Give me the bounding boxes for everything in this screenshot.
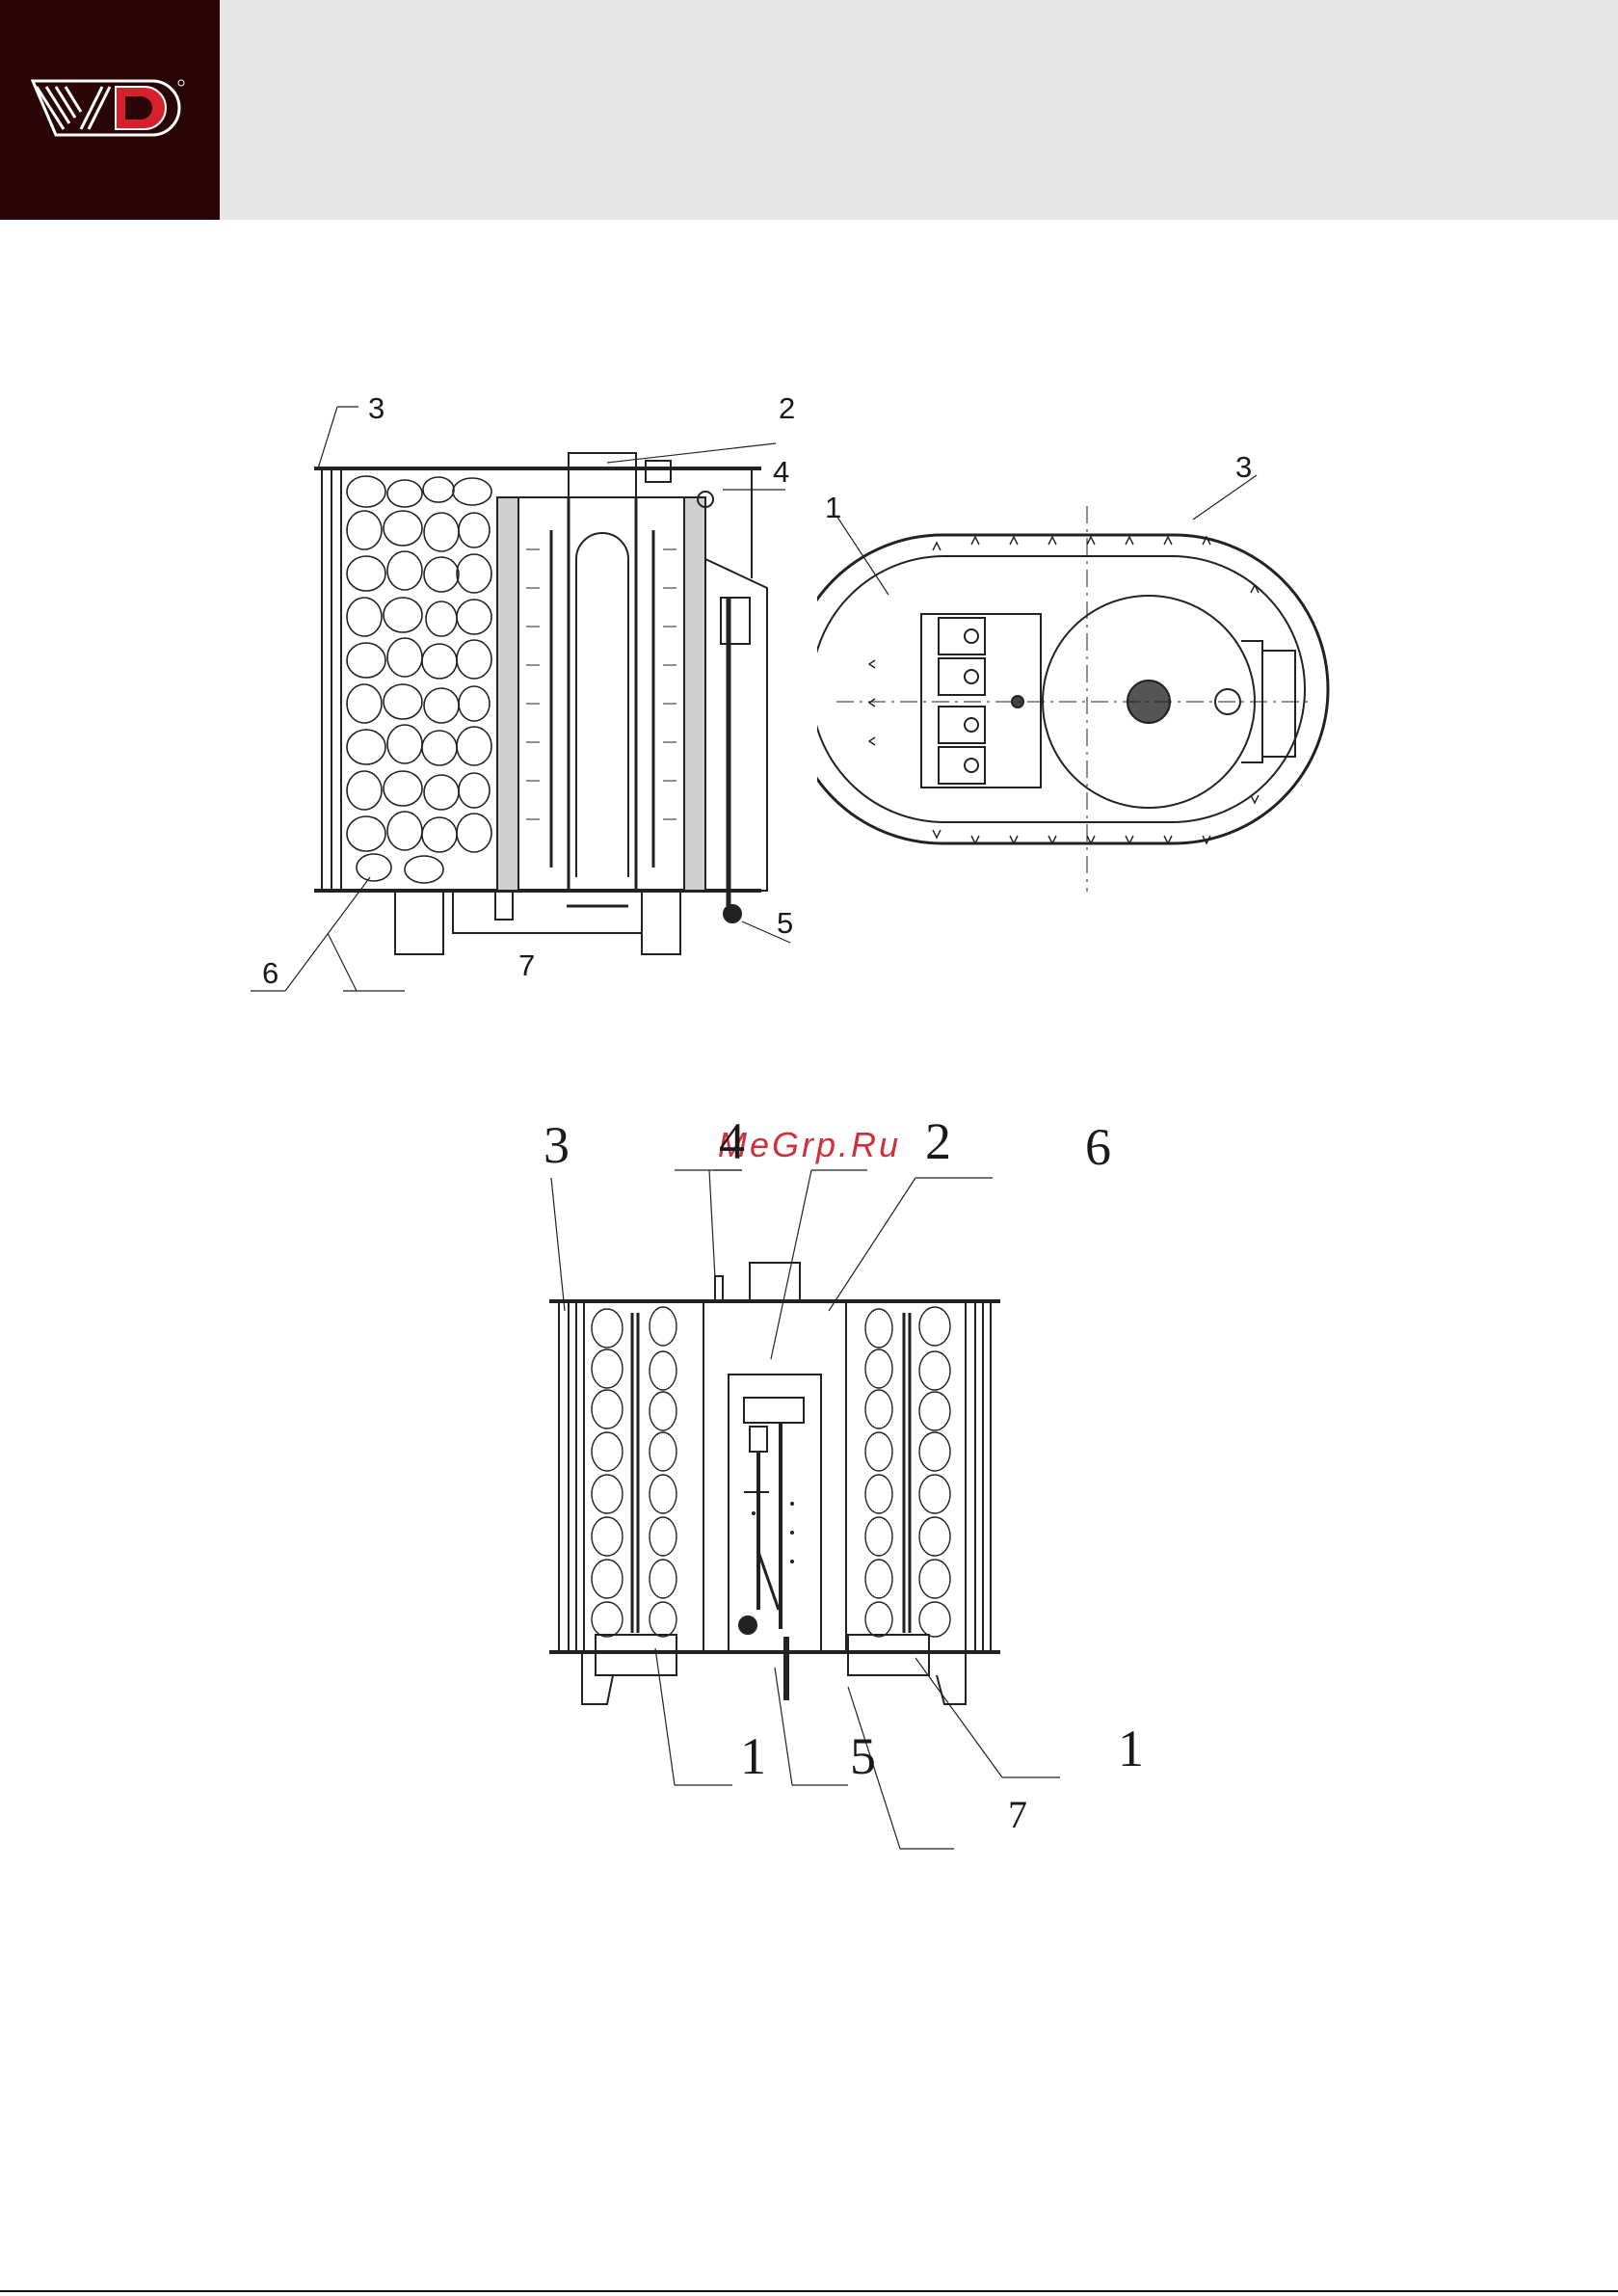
callout-6: 6 <box>1085 1118 1111 1176</box>
callout-2: 2 <box>779 391 795 425</box>
callout-3: 3 <box>544 1116 570 1174</box>
footer-rule <box>0 2290 1618 2292</box>
tvd-logo-icon <box>27 73 191 141</box>
front-view-diagram: 3 4 2 6 1 5 1 7 <box>540 1108 1176 1860</box>
header-band <box>0 0 1618 220</box>
callout-1-left: 1 <box>740 1727 766 1785</box>
brand-logo <box>0 0 220 220</box>
callout-4: 4 <box>773 455 789 489</box>
callout-3: 3 <box>368 391 385 425</box>
top-view-diagram: 1 3 <box>817 439 1347 892</box>
callout-2: 2 <box>925 1112 951 1170</box>
callout-7: 7 <box>1008 1793 1027 1836</box>
callout-1-right: 1 <box>1118 1720 1144 1777</box>
callout-1: 1 <box>825 491 841 524</box>
callout-5: 5 <box>777 906 793 940</box>
callout-5: 5 <box>850 1727 876 1785</box>
callout-6: 6 <box>262 956 279 990</box>
callout-3: 3 <box>1235 450 1252 484</box>
side-section-diagram: 3 2 4 5 6 7 <box>251 386 809 1012</box>
callout-4: 4 <box>719 1112 745 1170</box>
callout-7: 7 <box>518 948 535 982</box>
